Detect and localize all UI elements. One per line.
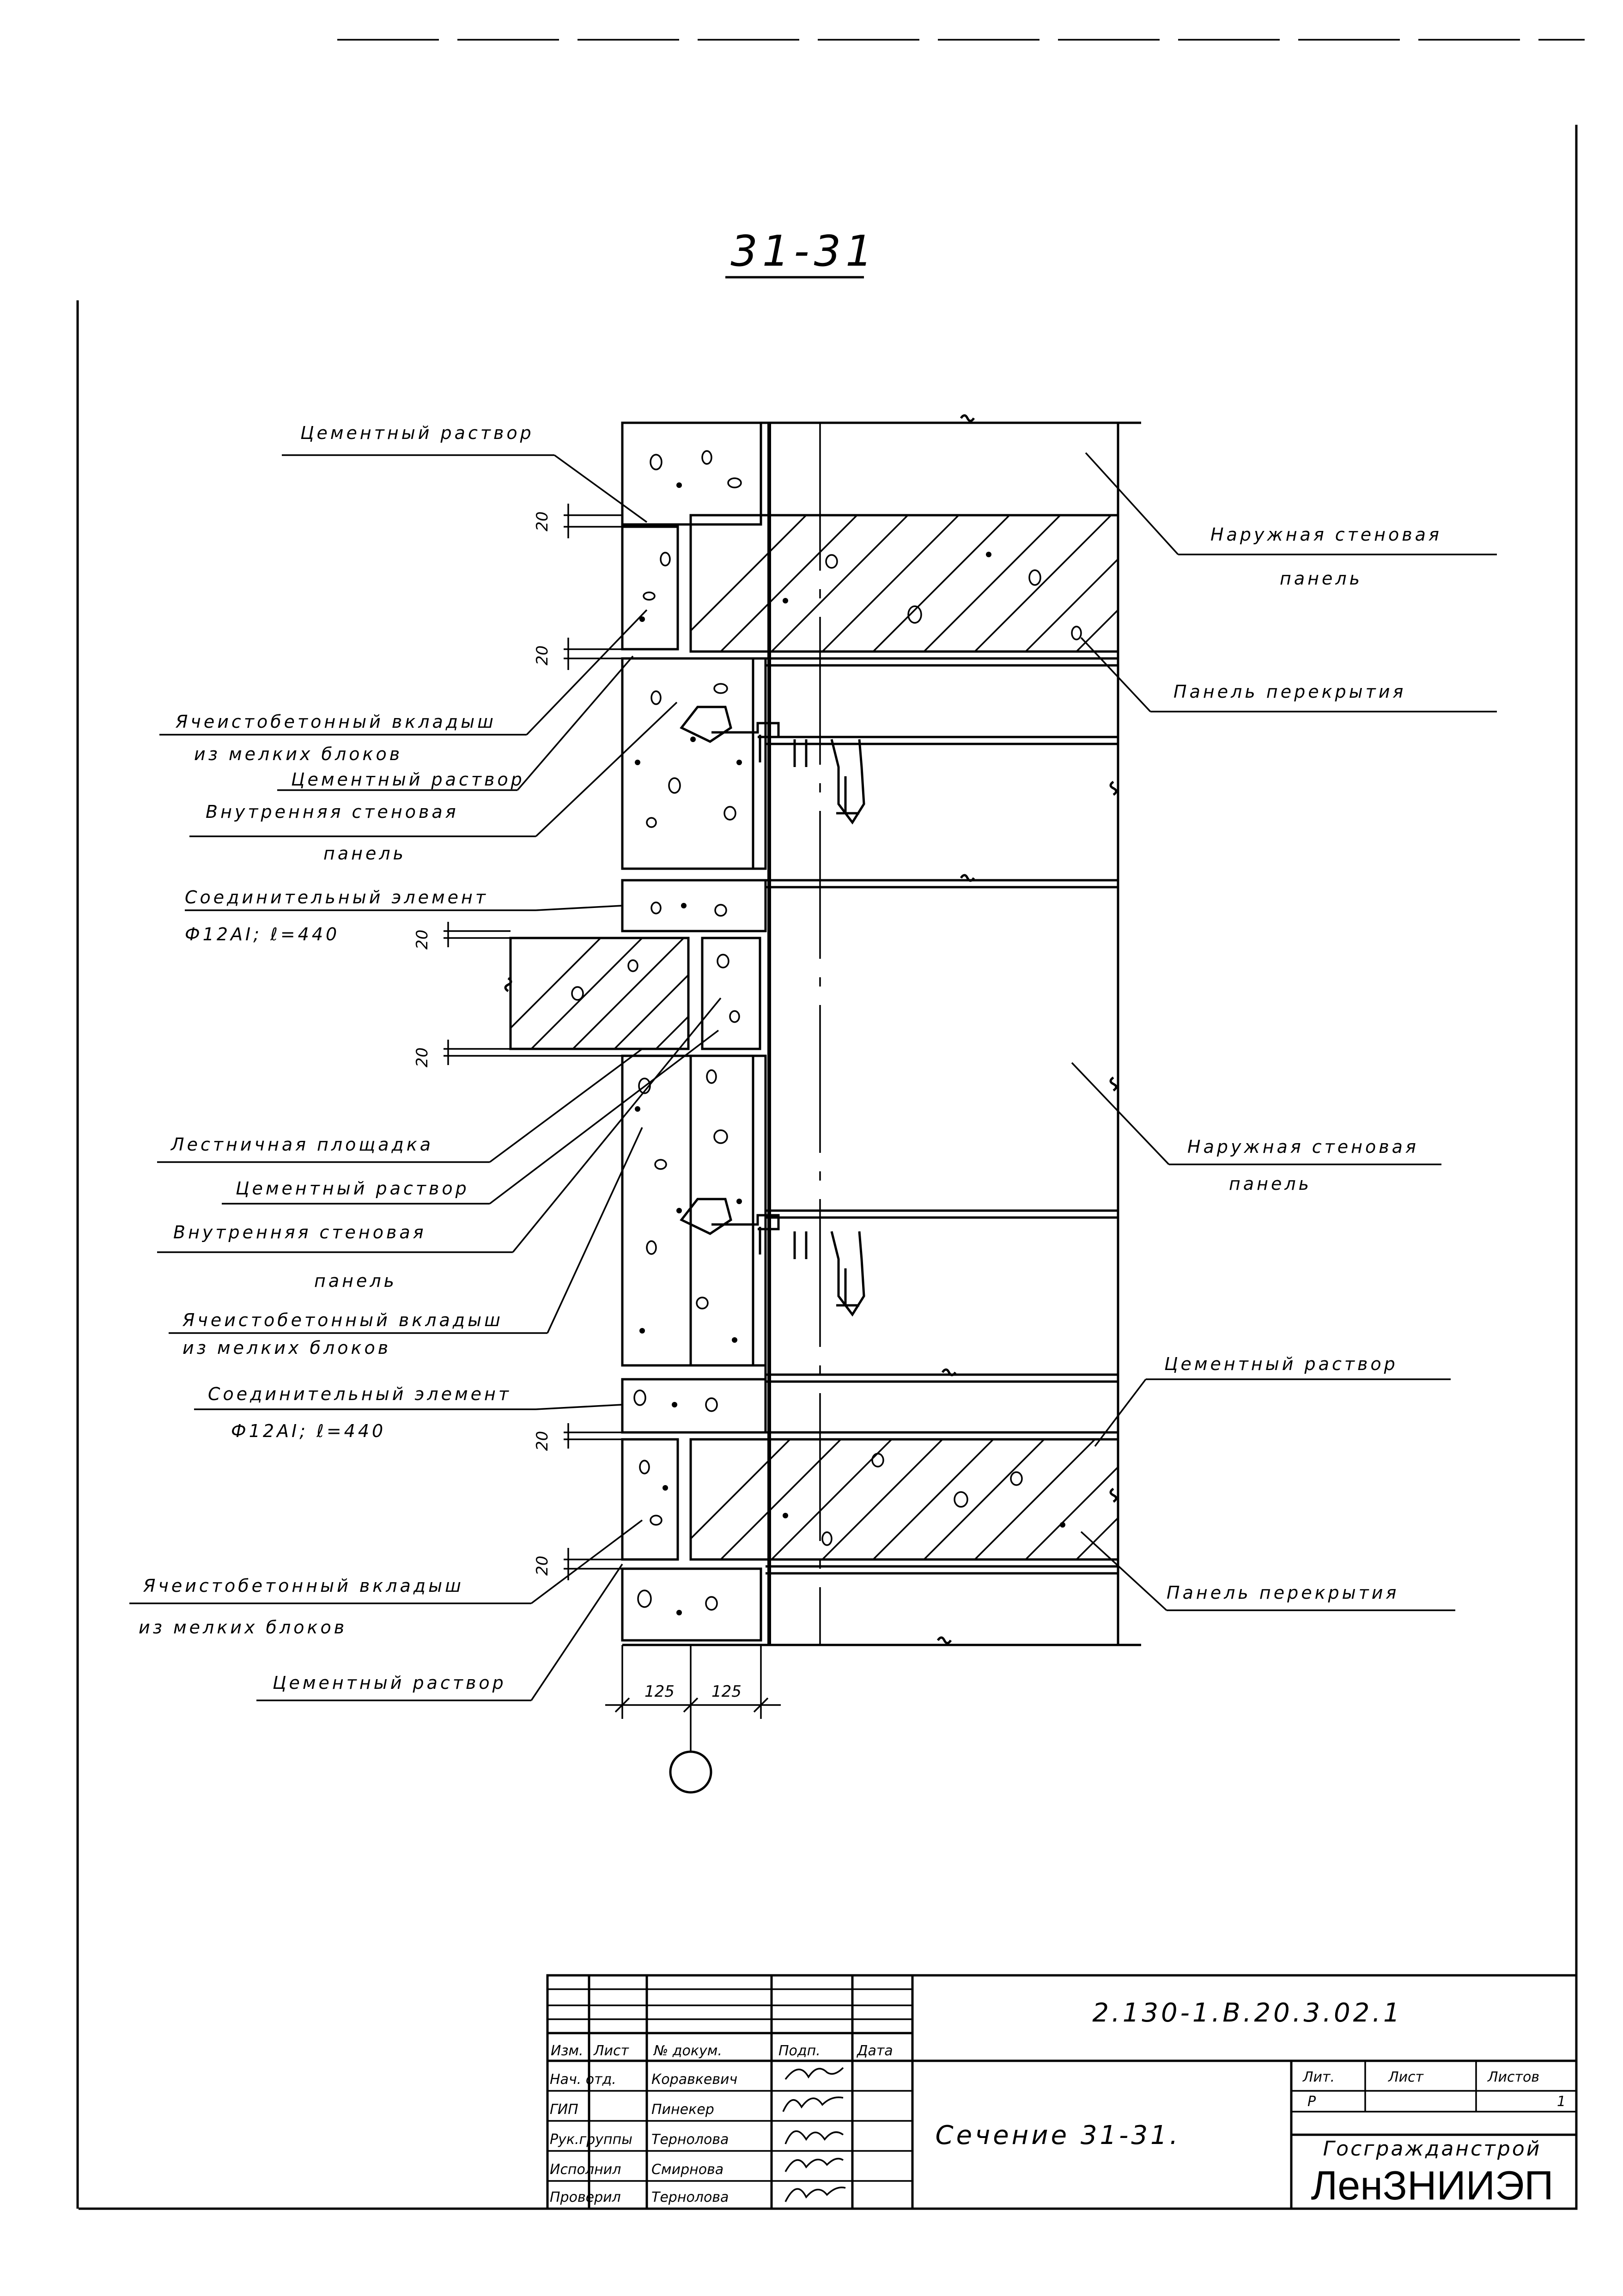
tb-org-small: Госгражданстрой	[1323, 2137, 1542, 2161]
dim-joint-2: 20	[533, 646, 552, 665]
tb-head-doc: № докум.	[653, 2043, 722, 2059]
callout-outer-panel-mid-l2: панель	[1229, 1174, 1312, 1194]
callout-mortar-bottom: Цементный раствор	[273, 1673, 506, 1693]
callout-connector-1-l1: Соединительный элемент	[185, 887, 488, 907]
callout-outer-panel-mid-l1: Наружная стеновая	[1187, 1137, 1419, 1157]
section-title: 31-31	[730, 226, 877, 276]
callout-stair-landing: Лестничная площадка	[170, 1134, 433, 1155]
dim-joint-3: 20	[413, 930, 432, 950]
sheet-frame	[76, 39, 1585, 2210]
hatch-stair-landing	[511, 938, 688, 1049]
insert-block-2	[701, 937, 761, 1050]
signatures	[782, 2067, 846, 2202]
callout-cell-insert-2-l1: Ячеистобетонный вкладыш	[182, 1310, 503, 1330]
callout-mortar-top: Цементный раствор	[300, 423, 534, 443]
connector-element-2	[680, 1198, 865, 1317]
hatch-slab-top	[691, 515, 1118, 652]
callout-cell-insert-2-l2: из мелких блоков	[182, 1338, 391, 1358]
dim-joint-6: 20	[533, 1556, 552, 1576]
connector-element-1	[680, 706, 865, 825]
axis-marker	[669, 1750, 712, 1794]
tb-name-4: Тернолова	[651, 2189, 729, 2205]
title-block: Изм. Лист № докум. Подп. Дата Нач. отд. …	[546, 1974, 1578, 2210]
callout-floor-panel-bottom: Панель перекрытия	[1167, 1583, 1399, 1603]
tb-sheets: 1	[1557, 2094, 1566, 2110]
tb-head-sign: Подп.	[778, 2043, 821, 2059]
callout-connector-2-l2: Ф12АI; ℓ=440	[231, 1421, 386, 1441]
callouts: Цементный раствор Ячеистобетонный вклады…	[129, 423, 1497, 1701]
dim-width-left: 125	[644, 1682, 675, 1701]
dim-joint-1: 20	[533, 512, 552, 531]
callout-cell-insert-3-l2: из мелких блоков	[139, 1617, 347, 1638]
dimensions: 20 20 20 20 20 20 125 125	[413, 504, 781, 1794]
hatch-slab-bottom	[691, 1439, 1118, 1559]
section-title-group: 31-31	[725, 226, 877, 279]
tb-sheet-label: Лист	[1388, 2069, 1424, 2085]
wall-block-top	[621, 421, 762, 526]
callout-cell-insert-1-l1: Ячеистобетонный вкладыш	[175, 712, 496, 732]
floor-slab-bottom	[689, 1438, 1119, 1561]
tb-role-0: Нач. отд.	[550, 2071, 616, 2088]
tb-doc-code: 2.130-1.В.20.3.02.1	[1092, 1998, 1402, 2028]
tb-head-izm: Изм.	[551, 2043, 584, 2059]
inner-wall-panel-1	[621, 657, 767, 870]
callout-connector-1-l2: Ф12АI; ℓ=440	[185, 924, 340, 944]
callout-connector-2-l1: Соединительный элемент	[208, 1384, 511, 1404]
grout-strip-2	[621, 1378, 767, 1434]
tb-role-4: Проверил	[550, 2189, 621, 2205]
dim-joint-5: 20	[533, 1431, 552, 1451]
wall-block-bottom	[621, 1567, 762, 1642]
callout-inner-panel-2-l1: Внутренняя стеновая	[173, 1222, 426, 1242]
tb-stage-label: Лит.	[1302, 2069, 1335, 2085]
callout-mortar-3: Цементный раствор	[236, 1178, 469, 1199]
tb-sheets-label: Листов	[1487, 2069, 1539, 2085]
tb-name-2: Тернолова	[651, 2132, 729, 2148]
grout-strip-1	[621, 879, 767, 932]
floor-slab-top	[689, 514, 1119, 653]
tb-head-list: Лист	[593, 2043, 630, 2059]
tb-head-date: Дата	[856, 2043, 893, 2059]
tb-org-big: ЛенЗНИИЭП	[1311, 2162, 1554, 2208]
insert-block-1	[621, 525, 679, 651]
callout-inner-panel-1-l1: Внутренняя стеновая	[206, 802, 459, 822]
callout-floor-panel-top: Панель перекрытия	[1173, 682, 1406, 702]
tb-name-3: Смирнова	[651, 2162, 723, 2178]
callout-outer-panel-top-l2: панель	[1280, 568, 1362, 589]
tb-name-1: Пинекер	[651, 2101, 714, 2118]
inner-wall-panel-2	[621, 1054, 767, 1367]
tb-stage: Р	[1307, 2094, 1316, 2110]
insert-block-3	[621, 1438, 679, 1561]
tb-role-2: Рук.группы	[550, 2132, 632, 2148]
callout-cell-insert-1-l2: из мелких блоков	[194, 744, 402, 764]
callout-inner-panel-2-l2: панель	[314, 1271, 397, 1291]
tb-sheet-name: Сечение 31-31.	[936, 2120, 1181, 2150]
aggregate-texture	[571, 450, 1082, 1615]
callout-mortar-right: Цементный раствор	[1164, 1354, 1398, 1374]
structure	[504, 414, 1141, 1646]
callout-outer-panel-top-l1: Наружная стеновая	[1210, 524, 1442, 545]
stair-landing	[509, 937, 690, 1050]
tb-role-1: ГИП	[550, 2101, 578, 2118]
callout-mortar-2: Цементный раствор	[291, 769, 525, 790]
dim-width-right: 125	[711, 1682, 742, 1701]
dim-joint-4: 20	[413, 1048, 432, 1067]
callout-inner-panel-1-l2: панель	[323, 843, 406, 864]
callout-cell-insert-3-l1: Ячеистобетонный вкладыш	[143, 1576, 464, 1596]
tb-name-0: Коравкевич	[651, 2071, 737, 2088]
tb-role-3: Исполнил	[550, 2162, 621, 2178]
